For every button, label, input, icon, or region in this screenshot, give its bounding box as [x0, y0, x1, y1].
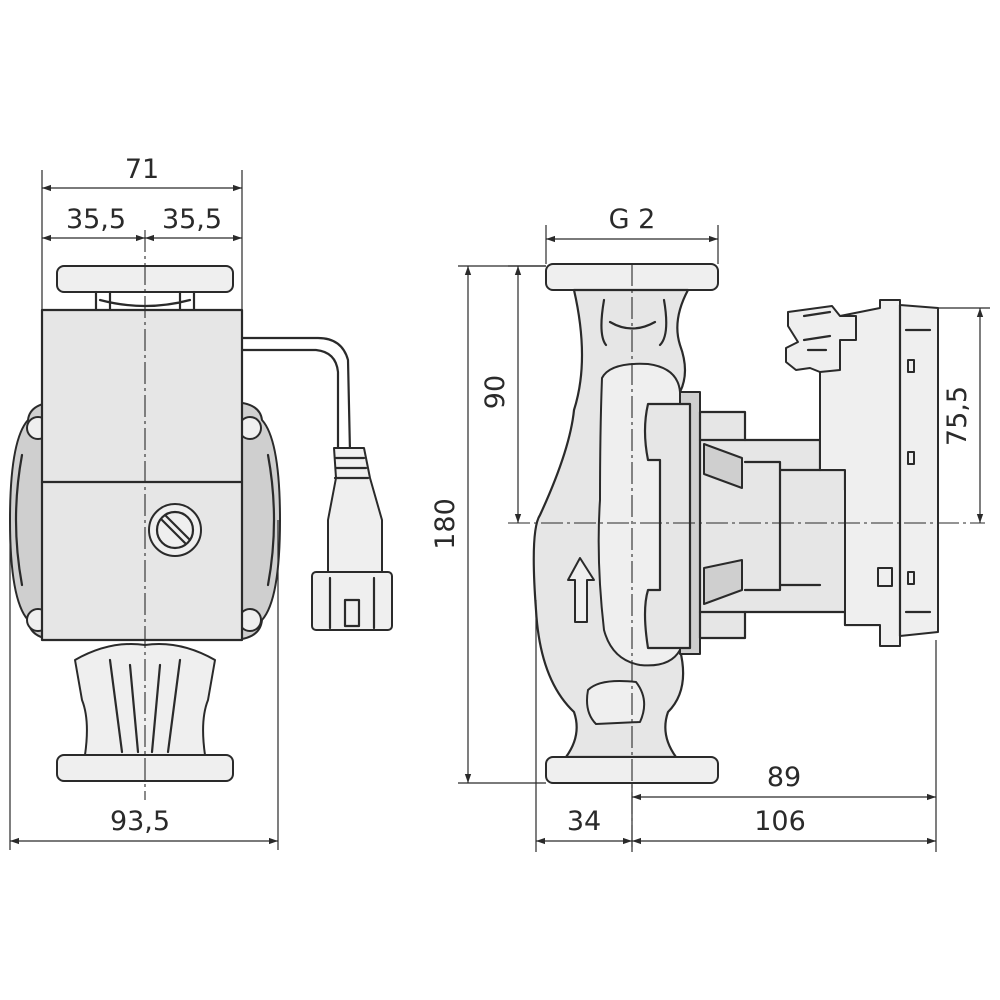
dim-75-5-label: 75,5 — [942, 386, 973, 446]
front-view: 71 35,5 35,5 93,5 — [9, 154, 393, 850]
dim-89-label: 89 — [767, 762, 801, 793]
flow-arrow-icon — [567, 557, 595, 623]
dim-71-label: 71 — [125, 154, 159, 185]
side-front-cap — [877, 567, 893, 587]
front-upper-neck — [94, 290, 196, 312]
side-rotor-wedge-bottom — [703, 559, 743, 605]
front-cable — [240, 336, 352, 454]
dim-35-5-left-label: 35,5 — [66, 204, 126, 235]
dim-g2-label: G 2 — [609, 204, 656, 235]
side-rotor-wedge-top — [703, 443, 743, 489]
dim-106-label: 106 — [754, 806, 806, 837]
front-housing-ring — [14, 453, 276, 587]
dim-90-label: 90 — [480, 375, 511, 409]
front-motor-box — [40, 308, 244, 642]
dim-34-label: 34 — [567, 806, 601, 837]
side-connector — [785, 305, 857, 373]
side-view: G 2 180 90 75,5 89 34 106 — [430, 204, 990, 852]
side-impeller-section — [643, 402, 692, 650]
dim-93-5-label: 93,5 — [110, 806, 170, 837]
dim-180-label: 180 — [430, 498, 461, 550]
dim-35-5-right-label: 35,5 — [162, 204, 222, 235]
